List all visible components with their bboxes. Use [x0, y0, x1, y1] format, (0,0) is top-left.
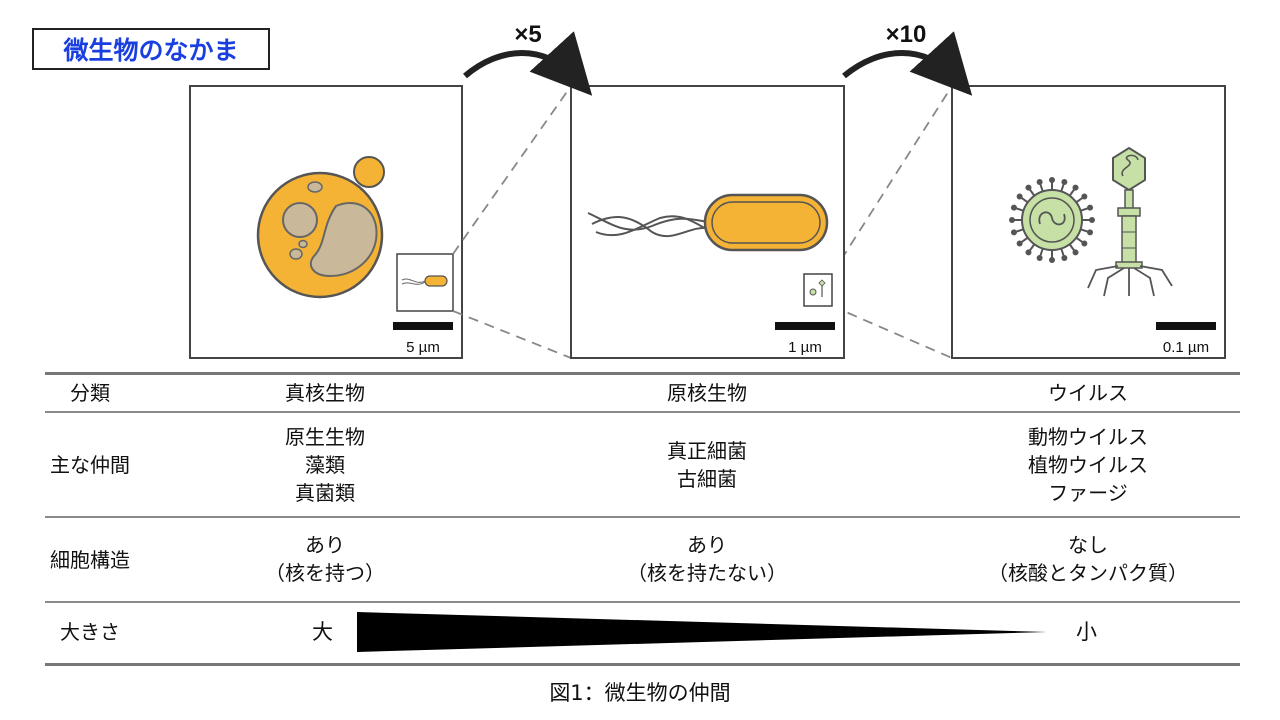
row-header-size: 大きさ	[60, 620, 120, 644]
scale-bar	[393, 322, 453, 330]
virus-spike	[1075, 236, 1084, 244]
scale-label: 0.1 µm	[1163, 339, 1209, 356]
scale-label: 1 µm	[788, 339, 822, 356]
class-eukaryote: 真核生物	[285, 381, 365, 405]
table-bottom-rule	[45, 663, 1240, 666]
virus-spike-tip	[1010, 204, 1017, 211]
scale-label: 5 µm	[406, 339, 440, 356]
virus-spike	[1068, 188, 1076, 197]
virus-spike-tip	[1061, 255, 1068, 262]
virus-spike-tip	[1087, 229, 1094, 236]
virus-spike	[1039, 183, 1044, 192]
virus-spike-tip	[1049, 257, 1055, 263]
scale-bar	[1156, 322, 1216, 330]
virus-spike	[1028, 188, 1036, 197]
virus-spike	[1068, 243, 1076, 252]
spherical-virus-icon	[1009, 177, 1095, 263]
row-header-cell-structure: 細胞構造	[50, 548, 130, 572]
table-top-rule	[45, 372, 1240, 375]
virus-spike-tip	[1010, 229, 1017, 236]
size-small-label: 小	[1076, 620, 1097, 644]
members-eukaryote: 原生生物 藻類 真菌類	[285, 425, 365, 505]
virus-spike	[1015, 207, 1024, 212]
class-virus: ウイルス	[1048, 381, 1128, 405]
zoom-label: ×5	[514, 21, 541, 48]
virus-spike	[1028, 243, 1036, 252]
panel-virus: 0.1 µm	[951, 85, 1226, 359]
virus-spike	[1060, 183, 1065, 192]
zoom-guide-lines	[452, 85, 953, 359]
structure-prokaryote: あり （核を持たない）	[627, 533, 787, 585]
virus-spike-tip	[1036, 255, 1043, 262]
zoom-arrow-x5: ×5	[463, 21, 593, 96]
structure-eukaryote: あり （核を持つ）	[265, 533, 385, 585]
size-large-label: 大	[312, 620, 333, 644]
panel-prokaryote: 1 µm	[570, 85, 845, 359]
inset-bacterium-thumbnail	[396, 253, 454, 312]
row-header-main-members: 主な仲間	[50, 453, 130, 477]
zoom-arrow-x10: ×10	[842, 21, 973, 96]
members-prokaryote: 真正細菌 古細菌	[667, 439, 747, 491]
virus-spike-tip	[1061, 178, 1068, 185]
panel-eukaryote: 5 µm	[189, 85, 463, 359]
table-row-divider	[45, 601, 1240, 603]
zoom-label: ×10	[886, 21, 927, 48]
scale-bar	[775, 322, 835, 330]
virus-spike	[1080, 207, 1089, 212]
bacterium-icon	[587, 193, 829, 252]
virus-spike	[1080, 228, 1089, 233]
virus-spike-tip	[1087, 204, 1094, 211]
virus-spike	[1015, 228, 1024, 233]
row-header-classification: 分類	[70, 381, 110, 405]
figure-caption: 図1：微生物の仲間	[549, 681, 731, 705]
virus-spike-tip	[1009, 217, 1015, 223]
size-wedge	[357, 612, 1047, 652]
class-prokaryote: 原核生物	[667, 381, 747, 405]
virus-spike	[1075, 196, 1084, 204]
figure-title: 微生物のなかま	[32, 28, 270, 70]
virus-spike	[1020, 236, 1029, 244]
virus-spike	[1039, 248, 1044, 257]
table-row-divider	[45, 516, 1240, 518]
structure-virus: なし （核酸とタンパク質）	[988, 533, 1188, 585]
virus-spike-tip	[1049, 177, 1055, 183]
members-virus: 動物ウイルス 植物ウイルス ファージ	[1028, 425, 1148, 505]
yeast-cell-icon	[256, 156, 385, 299]
virus-spike-tip	[1089, 217, 1095, 223]
virus-spike	[1020, 196, 1029, 204]
virus-spike-tip	[1036, 178, 1043, 185]
bacteriophage-icon	[1087, 146, 1173, 297]
inset-virus-thumbnail	[803, 273, 833, 307]
microbe-scale-illustration: 5 µm 1 µm	[189, 21, 1226, 359]
table-row-divider	[45, 411, 1240, 413]
virus-spike	[1060, 248, 1065, 257]
